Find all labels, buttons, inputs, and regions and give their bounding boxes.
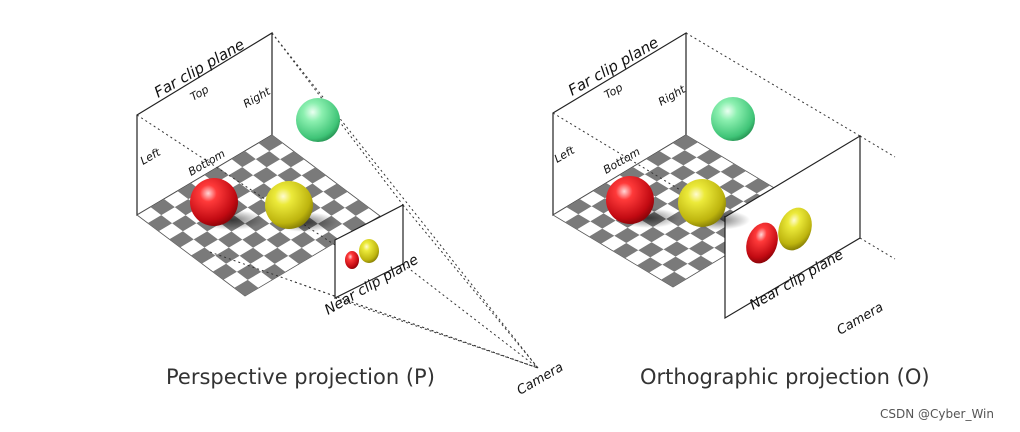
checker-tile <box>342 215 367 232</box>
top-label: Top <box>188 83 211 104</box>
checker-tile <box>590 213 616 229</box>
checker-tile <box>277 167 302 184</box>
checker-tile <box>646 151 672 167</box>
green-sphere <box>711 97 755 141</box>
checker-tile <box>644 166 671 182</box>
camera-label: Camera <box>835 300 887 339</box>
checker-tile <box>695 164 721 180</box>
checker-tile <box>638 242 664 258</box>
perspective-caption: Perspective projection (P) <box>166 365 435 389</box>
checker-tile <box>266 231 291 248</box>
red-sphere <box>190 178 238 226</box>
red-sphere <box>606 176 654 224</box>
checker-tile <box>671 150 697 166</box>
checker-tile <box>315 231 340 248</box>
checker-tile <box>212 263 237 280</box>
right-label: Right <box>241 85 273 111</box>
checker-tile <box>288 247 313 264</box>
checker-tile <box>614 227 640 243</box>
checker-tile <box>663 241 689 257</box>
yellow-sphere <box>678 179 726 227</box>
checker-tile <box>255 151 281 168</box>
checker-tile <box>320 199 345 216</box>
checker-tile <box>258 135 283 152</box>
checker-tile <box>565 214 591 230</box>
checker-tile <box>169 231 194 248</box>
yellow-sphere <box>265 181 313 229</box>
projected-red-sphere <box>746 222 778 264</box>
top-label: Top <box>602 81 625 102</box>
perspective-diagram: Far clip plane Top Right Left Bottom Nea… <box>136 31 567 399</box>
projected-yellow-sphere <box>359 239 379 263</box>
camera-label: Camera <box>515 360 567 399</box>
checker-tile <box>662 256 688 272</box>
checker-tile <box>236 263 262 280</box>
checker-tile <box>670 165 696 181</box>
checker-tile <box>263 247 289 264</box>
checker-tile <box>191 247 216 264</box>
parallel-guides <box>552 32 896 260</box>
checker-tile <box>613 243 639 259</box>
orthographic-caption: Orthographic projection (O) <box>640 365 930 389</box>
checker-tile <box>323 183 348 200</box>
checker-tile <box>664 226 691 242</box>
checker-tile <box>280 151 305 168</box>
checker-tile <box>242 231 267 248</box>
watermark: CSDN @Cyber_Win <box>880 407 994 421</box>
checker-tile <box>687 255 713 271</box>
checker-tile <box>688 240 715 256</box>
checker-tile <box>344 199 370 216</box>
checker-tile <box>231 151 256 168</box>
checker-tile <box>719 179 745 195</box>
top-frustum-edge <box>271 32 404 206</box>
checker-tile <box>234 279 259 296</box>
checker-tile <box>218 231 243 248</box>
green-sphere <box>296 98 340 142</box>
checker-tile <box>150 199 175 216</box>
checker-tile <box>193 231 218 248</box>
checker-tile <box>301 167 326 184</box>
checker-tile <box>720 163 746 179</box>
checker-tile <box>744 178 770 194</box>
checker-tile <box>147 215 173 232</box>
frustum-rays <box>209 32 539 369</box>
checker-tile <box>228 167 254 184</box>
orthographic-diagram: Far clip plane Top Right Left Bottom Nea… <box>552 31 930 389</box>
checker-tile <box>661 271 687 287</box>
checker-tile <box>172 215 197 232</box>
left-label: Left <box>138 145 163 167</box>
checker-tile <box>672 135 698 151</box>
checker-tile <box>250 183 275 200</box>
checker-tile <box>261 263 286 280</box>
checker-tile <box>589 228 615 244</box>
right-label: Right <box>656 83 688 109</box>
projected-yellow-sphere <box>778 207 812 251</box>
projected-red-sphere <box>345 251 359 269</box>
checker-tile <box>639 227 665 243</box>
checker-tile <box>290 231 316 248</box>
checker-tile <box>215 247 240 264</box>
checker-tile <box>566 199 592 215</box>
checker-tile <box>637 257 663 273</box>
checker-tile <box>239 247 264 264</box>
left-label: Left <box>552 143 577 165</box>
checker-tile <box>253 167 278 184</box>
checker-tile <box>696 149 722 165</box>
